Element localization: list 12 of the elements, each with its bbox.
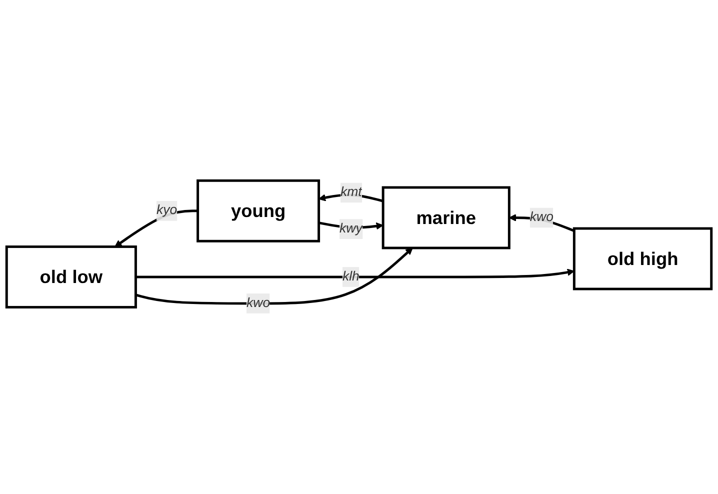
edge-label: kwo	[530, 210, 554, 224]
node-box: young	[196, 179, 320, 242]
node-box: marine	[382, 186, 510, 250]
node-box: old high	[572, 227, 713, 290]
arrow	[114, 210, 198, 248]
edge-label: kwo	[246, 296, 270, 310]
edge-label: kyo	[156, 203, 178, 218]
edge-label: kmt	[340, 185, 362, 200]
arrow	[135, 248, 413, 305]
arrow	[136, 268, 575, 278]
node-box: old low	[5, 245, 137, 308]
edge-label: klh	[342, 269, 360, 284]
